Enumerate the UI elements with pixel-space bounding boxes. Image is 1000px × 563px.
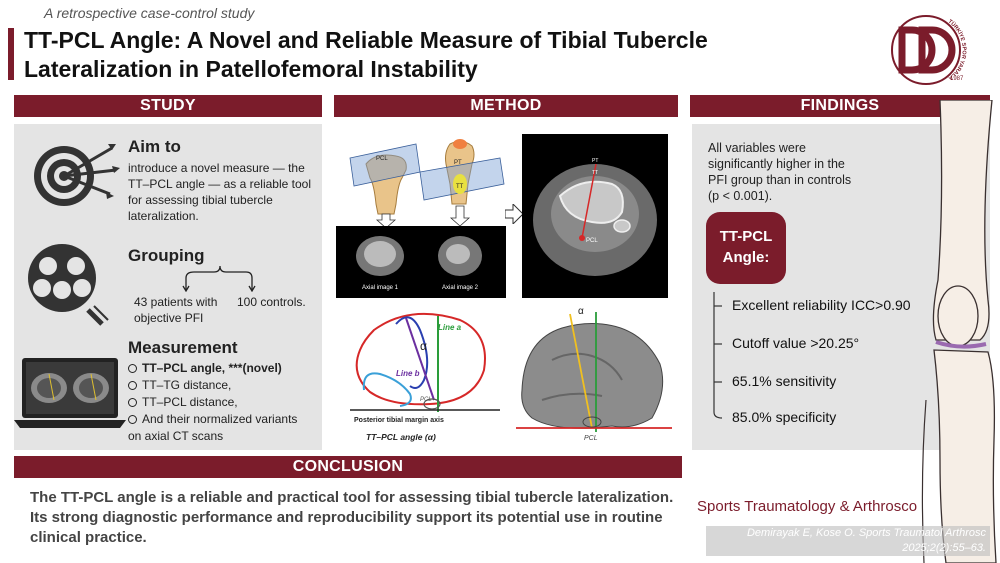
finding-sensitivity: 65.1% sensitivity [732,373,837,389]
angle-caption: TT–PCL angle (α) [366,432,436,442]
pcl-label-3d: PCL [584,435,598,442]
findings-list: Excellent reliability ICC>0.90 Cutoff va… [710,288,960,438]
findings-intro: All variables were significantly higher … [708,141,852,203]
finding-cutoff: Cutoff value >20.25° [732,335,860,351]
pt-label-ct: PT [592,158,598,164]
journal-name: Sports Traumatology & Arthrosco [697,498,918,515]
pcl-label-ct: PCL [586,238,598,244]
measurement-item-2: TT–TG distance, [128,377,318,394]
alpha-label-2: α [578,306,584,317]
conclusion-text: The TT-PCL angle is a reliable and pract… [30,489,674,546]
pt-label-1: PT [454,160,462,166]
measurement-tail: on axial CT scans [128,429,224,443]
measurement-title: Measurement [128,338,238,357]
method-3d-tibia: α PCL [512,300,676,450]
axial-image-2-label: Axial image 2 [442,285,479,291]
knee-illustration [900,99,1000,563]
axial-image-1-label: Axial image 1 [362,285,399,291]
pcl-label-diagram: PCL [420,397,432,403]
axis-label: Posterior tibial margin axis [354,417,444,424]
tt-label-ct: TT [592,170,598,176]
tt-pcl-badge: TT-PCL Angle: [706,212,786,284]
target-icon [30,134,120,214]
method-figure-ct-scan: PCL PT TT [522,134,668,298]
measurement-list: TT–PCL angle, ***(novel) TT–TG distance,… [128,360,318,445]
citation-backdrop [706,526,990,556]
aim-title: Aim to [128,137,181,156]
title-line-2: Lateralization in Patellofemoral Instabi… [24,56,478,82]
group-patients: 43 patients with objective PFI [134,295,218,325]
group-icon [22,240,112,330]
grouping-brace [180,262,260,293]
study-header: STUDY [14,95,322,117]
method-angle-diagram: Line a Line b α PCL Posterior tibial mar… [340,300,510,450]
laptop-ct-icon [14,356,126,432]
findings-header: FINDINGS [690,95,990,117]
pcl-label-1: PCL [376,156,388,162]
method-figure-top-left: PCL PT TT Axial image 1 Axial image 2 [336,134,506,298]
line-a-label: Line a [438,323,462,332]
line-b-label: Line b [396,369,420,378]
finding-reliability: Excellent reliability ICC>0.90 [732,297,911,313]
measurement-item-1: TT–PCL angle, ***(novel) [128,360,318,377]
title-accent-bar [8,28,14,80]
page-title: TT-PCL Angle: A Novel and Reliable Measu… [24,26,708,84]
citation-line-2: 2025;2(2):55–63. [902,542,986,554]
method-header: METHOD [334,95,678,117]
conclusion-header: CONCLUSION [14,456,682,478]
method-arrow-icon [504,202,524,226]
measurement-item-4: And their normalized variants [128,411,318,428]
study-type-label: A retrospective case-control study [44,5,255,21]
tt-label-1: TT [456,184,464,190]
finding-specificity: 85.0% specificity [732,409,837,425]
group-controls: 100 controls. [237,295,306,309]
citation-line-1: Demirayak E, Kose O. Sports Traumatol Ar… [746,527,986,539]
aim-text: introduce a novel measure — the TT–PCL a… [128,161,311,223]
logo-year: 1987 [950,76,964,82]
badge-line-1: TT-PCL [719,228,773,245]
title-line-1: TT-PCL Angle: A Novel and Reliable Measu… [24,27,708,53]
measurement-item-3: TT–PCL distance, [128,394,318,411]
society-logo: TÜRKİYE SPOR YARALANMALARI ARTROSKOPİ VE… [876,8,978,86]
alpha-label-1: α [420,339,427,353]
badge-line-2: Angle: [722,249,770,266]
grouping-title: Grouping [128,246,205,265]
